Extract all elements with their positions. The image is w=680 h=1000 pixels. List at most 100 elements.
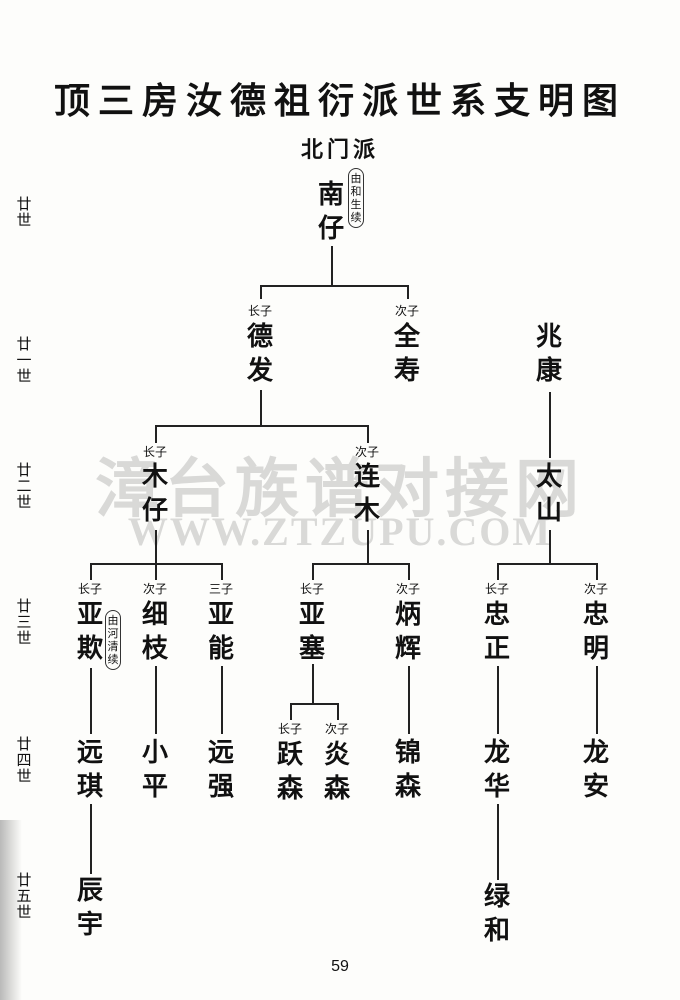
person-name-char: 远 xyxy=(76,738,103,768)
person-lianmu: 连木 xyxy=(349,460,385,528)
person-longhua: 龙华 xyxy=(479,736,515,804)
tree-line xyxy=(331,246,333,286)
person-name-char: 木 xyxy=(353,496,380,526)
person-name-char: 锦 xyxy=(394,738,421,768)
tree-line xyxy=(290,703,338,705)
person-yasai: 亚塞 xyxy=(294,598,330,666)
person-lvhe: 绿和 xyxy=(479,880,515,948)
generation-label: 廿三世 xyxy=(16,597,32,647)
birth-rank: 次子 xyxy=(354,445,379,459)
person-yaqi: 亚欺 xyxy=(72,598,108,666)
birth-rank: 三子 xyxy=(208,582,233,596)
person-name-char: 全 xyxy=(393,322,420,352)
tree-line xyxy=(312,664,314,704)
person-xizhi: 细枝 xyxy=(137,598,173,666)
person-nanzai: 南仔 xyxy=(313,178,349,246)
tree-line xyxy=(596,666,598,734)
watermark-text: 漳台族谱对接网 xyxy=(95,452,585,527)
person-quanshou: 全寿 xyxy=(389,320,425,388)
tree-line xyxy=(155,530,157,564)
person-name-char: 能 xyxy=(207,634,234,664)
tree-line xyxy=(90,804,92,874)
tree-line xyxy=(497,804,499,880)
person-yuanqi: 远琪 xyxy=(72,736,108,804)
tree-line xyxy=(260,390,262,426)
tree-line xyxy=(290,703,292,720)
birth-rank: 长子 xyxy=(277,722,302,736)
tree-line xyxy=(497,563,499,580)
person-name-char: 琪 xyxy=(76,772,103,802)
page-title: 顶三房汝德祖衍派世系支明图 xyxy=(53,80,626,122)
birth-rank: 长子 xyxy=(77,582,102,596)
tree-line xyxy=(408,666,410,734)
person-name-char: 辉 xyxy=(394,634,421,664)
tree-line xyxy=(312,563,409,565)
person-name-char: 和 xyxy=(483,916,510,946)
tree-line xyxy=(221,563,223,580)
birth-rank: 长子 xyxy=(247,304,272,318)
person-note: 由和生续 xyxy=(348,168,364,228)
person-taishan: 太山 xyxy=(531,460,567,528)
generation-label: 廿二世 xyxy=(16,461,32,511)
tree-line xyxy=(367,425,369,443)
tree-line xyxy=(549,392,551,458)
person-name-char: 亚 xyxy=(76,600,103,630)
person-name-char: 明 xyxy=(582,634,609,664)
person-name-char: 南 xyxy=(317,180,344,210)
person-name-char: 太 xyxy=(535,462,562,492)
person-yuesen: 跃森 xyxy=(272,738,308,806)
person-note: 由河清续 xyxy=(105,610,121,670)
scan-shadow xyxy=(0,820,22,1000)
person-zhaokang: 兆康 xyxy=(531,320,567,388)
person-name-char: 森 xyxy=(323,774,350,804)
person-name-char: 森 xyxy=(276,774,303,804)
person-binghui: 炳辉 xyxy=(390,598,426,666)
person-name-char: 森 xyxy=(394,772,421,802)
birth-rank: 次子 xyxy=(394,304,419,318)
person-zhongzheng: 忠正 xyxy=(479,598,515,666)
person-name-char: 炎 xyxy=(323,740,350,770)
birth-rank: 长子 xyxy=(299,582,324,596)
person-name-char: 华 xyxy=(483,772,510,802)
tree-line xyxy=(497,563,597,565)
tree-line xyxy=(312,563,314,580)
person-name-char: 木 xyxy=(141,462,168,492)
tree-line xyxy=(407,285,409,299)
person-name-char: 宇 xyxy=(76,910,103,940)
person-name-char: 塞 xyxy=(298,634,325,664)
tree-line xyxy=(596,563,598,580)
person-name-char: 跃 xyxy=(276,740,303,770)
generation-label: 廿五世 xyxy=(16,871,32,921)
person-xiaoping: 小平 xyxy=(137,736,173,804)
person-name-char: 兆 xyxy=(535,322,562,352)
branch-name: 北门派 xyxy=(300,137,379,163)
tree-line xyxy=(90,563,92,580)
tree-line xyxy=(155,425,157,443)
birth-rank: 次子 xyxy=(142,582,167,596)
person-yaneng: 亚能 xyxy=(203,598,239,666)
person-name-char: 仔 xyxy=(317,214,344,244)
tree-line xyxy=(497,666,499,734)
tree-line xyxy=(367,530,369,564)
generation-label: 廿四世 xyxy=(16,735,32,785)
generation-label: 廿一世 xyxy=(16,335,32,385)
person-name-char: 正 xyxy=(483,634,510,664)
person-name-char: 忠 xyxy=(483,600,510,630)
tree-line xyxy=(549,530,551,564)
person-name-char: 亚 xyxy=(298,600,325,630)
generation-label: 廿世 xyxy=(16,195,32,229)
person-name-char: 康 xyxy=(535,356,562,386)
person-name-char: 安 xyxy=(582,772,609,802)
person-name-char: 连 xyxy=(353,462,380,492)
person-name-char: 炳 xyxy=(394,600,421,630)
person-chenyu: 辰宇 xyxy=(72,874,108,942)
person-name-char: 德 xyxy=(246,322,273,352)
person-name-char: 绿 xyxy=(483,882,510,912)
page-number: 59 xyxy=(331,958,349,975)
person-name-char: 寿 xyxy=(393,356,420,386)
person-name-char: 平 xyxy=(141,772,168,802)
person-name-char: 忠 xyxy=(582,600,609,630)
tree-line xyxy=(260,285,262,299)
birth-rank: 长子 xyxy=(142,445,167,459)
person-name-char: 山 xyxy=(535,496,562,526)
